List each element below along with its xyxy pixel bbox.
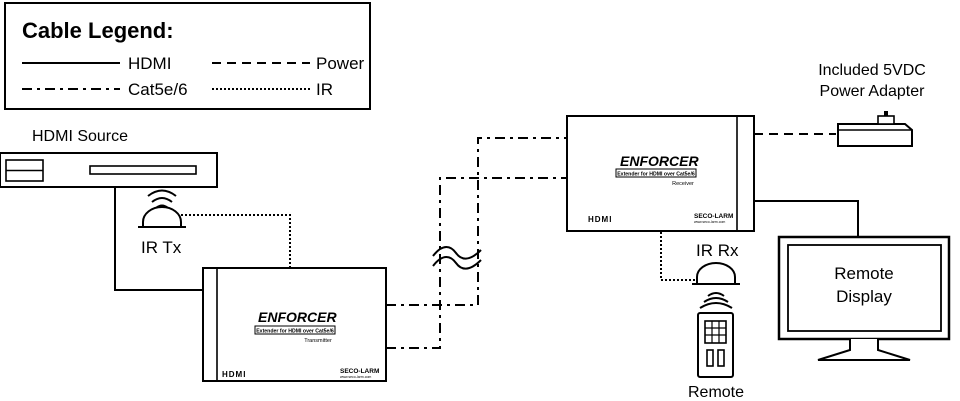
display-stand: [817, 339, 911, 361]
receiver-maker-url: www.seco-larm.com: [694, 220, 725, 224]
remote-label: Remote: [688, 384, 744, 401]
cat5-cable-lower: [386, 177, 567, 349]
remote-display: Remote Display: [777, 235, 951, 361]
ir-tx-dome-icon: [142, 206, 182, 228]
power-adapter-label-line1: Included 5VDC: [818, 62, 926, 79]
cable-break-mark: [432, 246, 482, 260]
ir-tx-wave-outer: [147, 189, 177, 197]
receiver-role: Receiver: [672, 181, 694, 187]
display-screen: [787, 244, 942, 332]
power-adapter-prong: [884, 111, 888, 116]
remote-keypad: [704, 320, 727, 344]
display-label-line2: Display: [836, 287, 892, 306]
ir-tx-emitter: IR Tx: [138, 189, 186, 257]
transmitter-brand: ENFORCER: [258, 309, 337, 325]
ir-rx-wave-mid: [703, 297, 729, 303]
hdmi-source-label: HDMI Source: [32, 128, 128, 145]
display-label-line1: Remote: [834, 264, 894, 283]
legend-ir-label: IR: [316, 80, 333, 99]
receiver-subtitle-box: [615, 168, 697, 178]
legend-cat5-label: Cat5e/6: [128, 80, 188, 99]
transmitter-role: Transmitter: [304, 338, 332, 344]
ir-cable-rx: [660, 232, 697, 281]
hdmi-cable-source: [114, 188, 203, 291]
cable-break-mark-2: [432, 256, 482, 270]
ir-rx-label: IR Rx: [696, 241, 739, 260]
ir-rx-wave-outer: [699, 302, 733, 309]
legend-title: Cable Legend:: [22, 18, 174, 43]
cables: [114, 133, 859, 349]
transmitter-box: [202, 267, 387, 382]
legend-power-label: Power: [316, 54, 365, 73]
remote-control: Remote: [688, 312, 744, 401]
hdmi-source-disc-slot: [89, 165, 197, 175]
ir-rx-receiver: IR Rx: [692, 241, 740, 309]
cat5-cable-upper: [386, 137, 567, 306]
transmitter-subtitle-box: [254, 325, 336, 335]
ir-rx-dome-icon: [696, 262, 736, 285]
cable-legend: Cable Legend: HDMI Power Cat5e/6 IR: [4, 2, 371, 110]
transmitter-maker-url: www.seco-larm.com: [340, 375, 371, 379]
power-adapter-label-line2: Power Adapter: [820, 83, 926, 100]
transmitter-unit: ENFORCER Extender for HDMI over Cat5e/6 …: [202, 267, 387, 382]
legend-frame: [4, 2, 371, 110]
ir-tx-wave-mid: [151, 197, 173, 203]
remote-body-icon: [697, 312, 734, 378]
transmitter-subtitle: Extender for HDMI over Cat5e/6: [256, 329, 334, 335]
receiver-hdmi-logo: HDMI: [588, 215, 612, 224]
receiver-subtitle: Extender for HDMI over Cat5e/6: [617, 172, 695, 178]
ir-cable-tx: [181, 214, 291, 270]
receiver-unit: ENFORCER Extender for HDMI over Cat5e/6 …: [566, 115, 755, 232]
transmitter-maker: SECO-LARM: [340, 368, 379, 375]
power-adapter: Included 5VDC Power Adapter: [818, 62, 926, 147]
receiver-brand: ENFORCER: [620, 153, 699, 169]
ir-tx-label: IR Tx: [141, 238, 182, 257]
legend-hdmi-label: HDMI: [128, 54, 171, 73]
remote-button-left: [706, 349, 714, 367]
ir-rx-wave-inner: [707, 292, 725, 297]
power-adapter-plug-icon: [877, 115, 895, 125]
hdmi-source: HDMI Source: [0, 128, 218, 188]
power-adapter-body: [837, 123, 913, 147]
remote-button-right: [717, 349, 725, 367]
transmitter-hdmi-logo: HDMI: [222, 370, 246, 379]
receiver-maker: SECO-LARM: [694, 213, 733, 220]
hdmi-cable-display: [754, 200, 859, 237]
